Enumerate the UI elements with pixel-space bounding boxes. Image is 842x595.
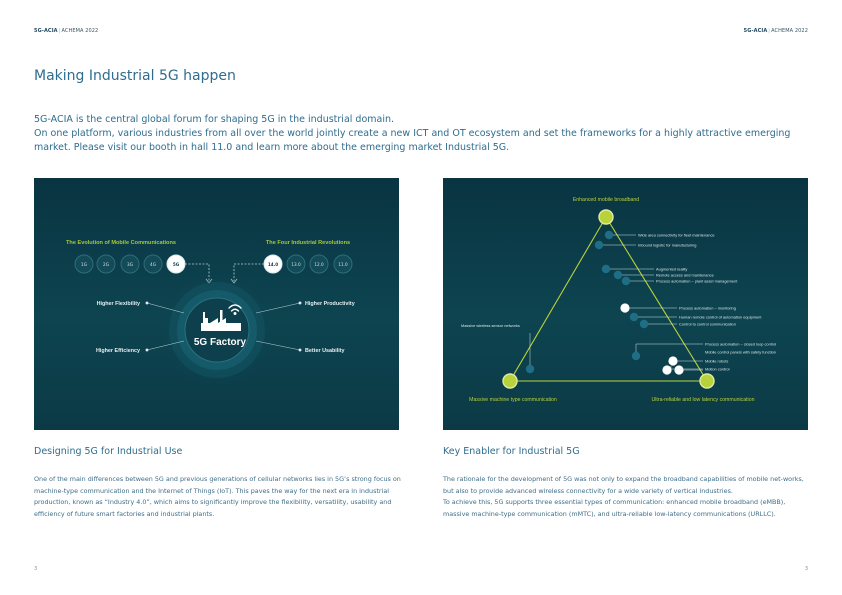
label-urllc: Ultra-reliable and low latency communica… [652,397,755,403]
usage-label: Remote access and maintenance [656,272,714,277]
evolution-title: The Evolution of Mobile Communications [66,240,176,246]
section-body-designing: One of the main differences between 5G a… [34,474,402,520]
factory-icon [201,310,241,331]
usage-triangle [509,215,708,382]
usage-label: Process automation – plant asset managem… [656,278,738,283]
usage-label: Control to control communication [679,321,736,326]
figure-5g-factory-svg: The Evolution of Mobile Communications T… [66,240,355,388]
usage-label: Inbound logistic for manufacturing [638,242,696,247]
intro-text: 5G-ACIA is the central global forum for … [34,113,812,155]
generation-pill: 1G [74,254,94,274]
revolutions-title: The Four Industrial Revolutions [266,240,350,246]
header-brand: 5G-ACIA [743,28,768,34]
usage-labels: Wide area connectivity for fleet mainten… [461,232,776,371]
embb-node [598,209,614,225]
generation-label: 3G [127,262,133,267]
section-paragraph: The rationale for the development of 5G … [443,475,804,495]
feature-productivity: Higher Productivity [305,301,355,307]
header-right: 5G-ACIA|ACHEMA 2022 [743,28,808,34]
feature-efficiency: Higher Efficiency [96,348,140,354]
feature-connectors [145,301,302,352]
header-left: 5G-ACIA|ACHEMA 2022 [34,28,99,34]
feature-flexibility: Higher Flexibility [97,301,140,307]
mmtc-node [502,373,518,389]
usage-label: Wide area connectivity for fleet mainten… [638,232,715,237]
urllc-node [699,373,715,389]
revolution-label: 12.0 [314,262,324,267]
generation-label: 4G [150,262,156,267]
generation-pill: 4G [143,254,163,274]
generation-label: 5G [173,262,180,267]
figure-5g-factory: The Evolution of Mobile Communications T… [34,178,399,430]
wifi-icon [228,304,242,315]
revolution-label: 11.0 [338,262,348,267]
usage-label: Process automation – closed loop control [705,341,776,346]
section-paragraph: To achieve this, 5G supports three essen… [443,498,786,518]
section-body-key-enabler: The rationale for the development of 5G … [443,474,811,520]
factory-label: 5G Factory [194,337,247,348]
usage-dots [525,230,649,374]
generation-label: 1G [81,262,87,267]
generation-row: 1G 2G 3G 4G 5G [74,254,186,274]
generation-label: 2G [103,262,109,267]
label-mmtc: Massive machine type communication [469,397,557,403]
section-paragraph: One of the main differences between 5G a… [34,475,401,518]
corner-nodes [502,209,715,389]
revolution-label: 13.0 [291,262,301,267]
intro-line-2: On one platform, various industries from… [34,128,791,153]
usage-label: Motion control [705,366,730,371]
generation-pill: 3G [120,254,140,274]
section-title-key-enabler: Key Enabler for Industrial 5G [443,446,580,457]
page-number-left: 3 [34,566,38,572]
revolution-row: 14.0 13.0 12.0 11.0 [263,254,353,274]
revolution-label: 14.0 [268,262,278,267]
usage-dots-highlight [620,303,684,375]
figure-5g-triangle: Enhanced mobile broadband Massive machin… [443,178,808,430]
revolution-pill: 13.0 [286,254,306,274]
usage-label: Human remote control of automation equip… [679,314,762,319]
usage-label-mmtc: Massive wireless sensor networks [461,323,520,328]
usage-leader-lines [529,234,703,371]
page-number-right: 3 [804,566,808,572]
page-title: Making Industrial 5G happen [34,68,236,84]
usage-label: Process automation – monitoring [679,305,736,310]
feature-usability: Better Usability [305,348,345,354]
generation-pill-5g: 5G [166,254,186,274]
section-title-designing: Designing 5G for Industrial Use [34,446,183,457]
header-event: ACHEMA 2022 [61,28,99,34]
figure-5g-triangle-svg: Enhanced mobile broadband Massive machin… [461,197,776,403]
revolution-pill: 12.0 [309,254,329,274]
usage-label: Mobile robots [705,358,728,363]
generation-pill: 2G [96,254,116,274]
revolution-pill-14: 14.0 [263,254,283,274]
label-embb: Enhanced mobile broadband [573,197,639,203]
usage-label: Augmented reality [656,266,687,271]
revolution-pill: 11.0 [333,254,353,274]
header-event: ACHEMA 2022 [771,28,808,34]
usage-label: Mobile control panels with safety functi… [705,349,776,354]
header-brand: 5G-ACIA [34,28,58,34]
intro-line-1: 5G-ACIA is the central global forum for … [34,114,395,125]
